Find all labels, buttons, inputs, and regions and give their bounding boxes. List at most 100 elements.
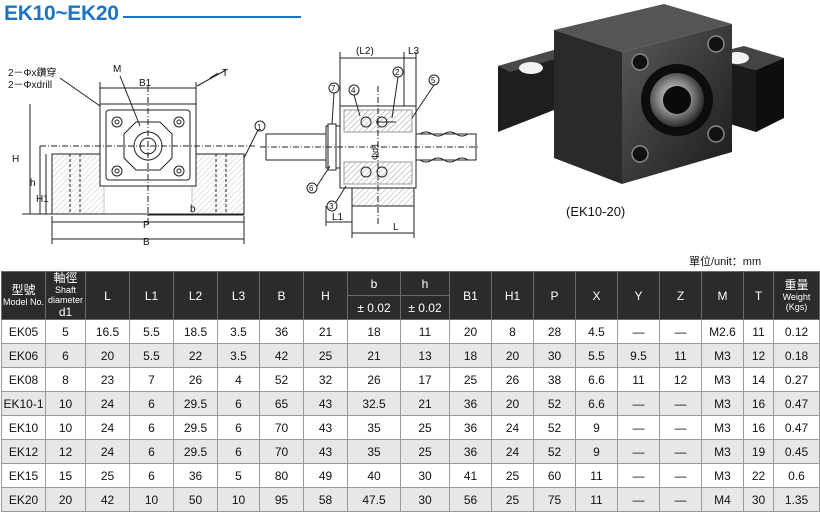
table-cell: — — [659, 463, 702, 488]
label-L2: (L2) — [356, 46, 374, 57]
table-cell: 30 — [743, 487, 774, 512]
table-cell: 70 — [259, 415, 304, 440]
table-cell: — — [617, 415, 660, 440]
table-cell: 20 — [45, 487, 86, 512]
table-cell: EK10-1 — [1, 391, 46, 416]
label-B: B — [143, 237, 150, 248]
table-cell: 11 — [575, 487, 618, 512]
header-h: h — [400, 271, 450, 296]
table-cell: 49 — [303, 463, 348, 488]
table-cell: EK20 — [1, 487, 46, 512]
table-cell: 56 — [449, 487, 492, 512]
callout-7: 7 — [331, 84, 336, 93]
table-cell: 52 — [533, 439, 576, 464]
callout-1: 1 — [257, 123, 262, 132]
table-cell: 8 — [491, 319, 534, 344]
table-cell: 5.5 — [129, 343, 174, 368]
header-P: P — [533, 271, 576, 320]
table-cell: 1.35 — [773, 487, 820, 512]
table-cell: 32 — [303, 367, 348, 392]
table-cell: M3 — [701, 343, 744, 368]
table-cell: 75 — [533, 487, 576, 512]
table-cell: 35 — [347, 439, 401, 464]
table-cell: 43 — [303, 415, 348, 440]
table-cell: 23 — [85, 367, 130, 392]
unit-label: 單位/unit：mm — [689, 256, 762, 268]
table-cell: 11 — [659, 343, 702, 368]
table-cell: 13 — [400, 343, 450, 368]
header-Z: Z — [659, 271, 702, 320]
table-cell: 18 — [347, 319, 401, 344]
table-cell: M3 — [701, 415, 744, 440]
table-cell: 18.5 — [173, 319, 218, 344]
table-cell: 52 — [533, 415, 576, 440]
label-B1: B1 — [139, 78, 152, 89]
table-cell: 20 — [491, 343, 534, 368]
callout-4: 4 — [351, 86, 356, 95]
table-cell: 60 — [533, 463, 576, 488]
table-cell: 29.5 — [173, 439, 218, 464]
table-cell: 9 — [575, 415, 618, 440]
table-cell: 5.5 — [129, 319, 174, 344]
table-cell: 52 — [533, 391, 576, 416]
table-cell: 0.6 — [773, 463, 820, 488]
table-cell: M3 — [701, 367, 744, 392]
table-cell: 0.18 — [773, 343, 820, 368]
table-cell: 5 — [217, 463, 260, 488]
table-cell: 7 — [129, 367, 174, 392]
table-cell: 6 — [45, 343, 86, 368]
table-cell: 6.6 — [575, 367, 618, 392]
table-cell: M3 — [701, 439, 744, 464]
table-cell: 80 — [259, 463, 304, 488]
table-cell: — — [617, 319, 660, 344]
header-b: b — [347, 271, 401, 296]
table-cell: 0.47 — [773, 415, 820, 440]
header-model: 型號 Model No. — [1, 271, 46, 320]
table-cell: 42 — [85, 487, 130, 512]
table-cell: EK06 — [1, 343, 46, 368]
table-cell: 21 — [303, 319, 348, 344]
page-title: EK10~EK20 — [4, 2, 119, 25]
table-cell: 36 — [259, 319, 304, 344]
table-cell: 12 — [45, 439, 86, 464]
table-cell: 10 — [129, 487, 174, 512]
photo-caption: (EK10-20) — [566, 204, 626, 219]
table-cell: 9.5 — [617, 343, 660, 368]
table-cell: 22 — [743, 463, 774, 488]
table-cell: 11 — [617, 367, 660, 392]
table-cell: 17 — [400, 367, 450, 392]
table-cell: 0.47 — [773, 391, 820, 416]
callout-2: 2 — [395, 68, 400, 77]
table-cell: — — [659, 319, 702, 344]
table-cell: — — [659, 487, 702, 512]
table-cell: 4.5 — [575, 319, 618, 344]
table-cell: — — [617, 487, 660, 512]
table-cell: 4 — [217, 367, 260, 392]
table-cell: 20 — [85, 343, 130, 368]
table-cell: EK15 — [1, 463, 46, 488]
header-Y: Y — [617, 271, 660, 320]
table-cell: 36 — [449, 415, 492, 440]
table-cell: 5 — [45, 319, 86, 344]
table-cell: 41 — [449, 463, 492, 488]
table-cell: 14 — [743, 367, 774, 392]
table-cell: 21 — [347, 343, 401, 368]
label-P: P — [143, 220, 150, 231]
table-cell: 16.5 — [85, 319, 130, 344]
table-cell: 36 — [449, 439, 492, 464]
table-cell: 18 — [449, 343, 492, 368]
table-cell: 25 — [400, 415, 450, 440]
table-cell: EK05 — [1, 319, 46, 344]
table-cell: 43 — [303, 439, 348, 464]
table-cell: 6 — [129, 463, 174, 488]
table-cell: 8 — [45, 367, 86, 392]
table-cell: 6 — [217, 439, 260, 464]
table-cell: 36 — [173, 463, 218, 488]
label-H1: H1 — [36, 194, 49, 205]
table-cell: 25 — [400, 439, 450, 464]
table-cell: — — [659, 439, 702, 464]
